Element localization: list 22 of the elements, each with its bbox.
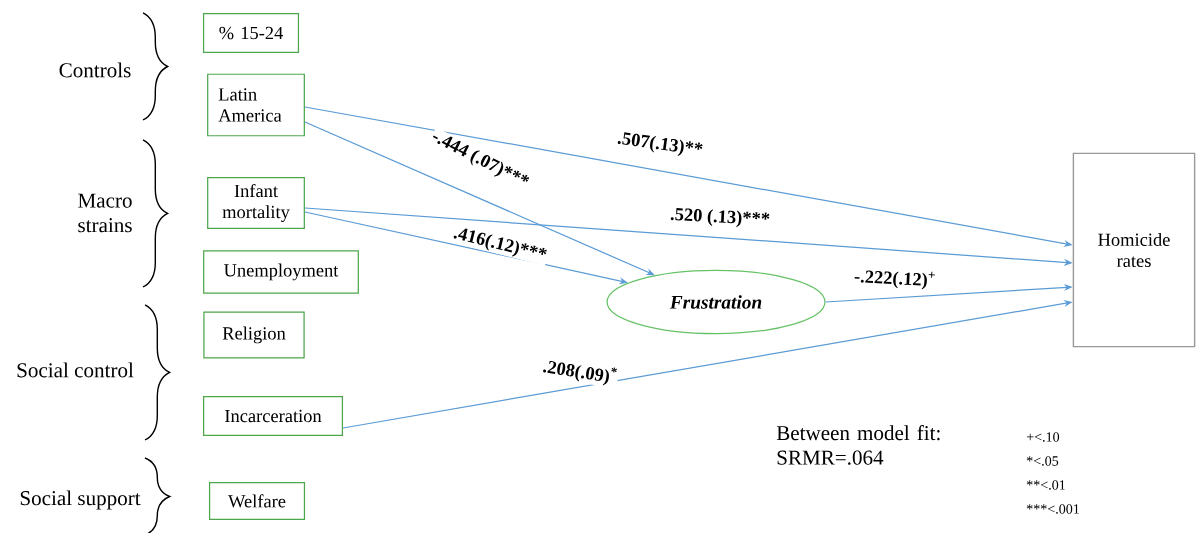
significance-note: **<.01 — [1026, 480, 1065, 490]
variable-box: Religion — [203, 311, 305, 359]
variable-box: Unemployment — [203, 250, 359, 294]
edge-label: .208(.09)$^{*}$ — [540, 355, 620, 389]
variable-box: Welfare — [208, 481, 306, 521]
edge-label: -.222(.12)$^{+}$ — [852, 266, 938, 292]
variable-box: Latin America — [207, 73, 305, 137]
group-label: Social control — [17, 362, 134, 378]
edge-label: .507(.13)** — [615, 129, 705, 161]
group-label: Social support — [20, 490, 141, 510]
group-label: Macro strains — [78, 193, 132, 233]
edge-label: .520 (.13)*** — [668, 206, 772, 230]
variable-box: Incarceration — [203, 396, 344, 436]
group-label: Controls — [59, 62, 131, 78]
edge-label: .416(.12)*** — [450, 224, 550, 266]
significance-note: *<.05 — [1026, 456, 1059, 466]
fit-note: Between model fit: SRMR=.064 — [776, 425, 940, 465]
variable-box: % 15-24 — [202, 13, 300, 53]
variable-box: Infant mortality — [207, 176, 305, 230]
significance-note: ***<.001 — [1026, 504, 1079, 514]
significance-note: +<.10 — [1026, 432, 1060, 442]
outcome-box: Homicide rates — [1072, 152, 1196, 348]
